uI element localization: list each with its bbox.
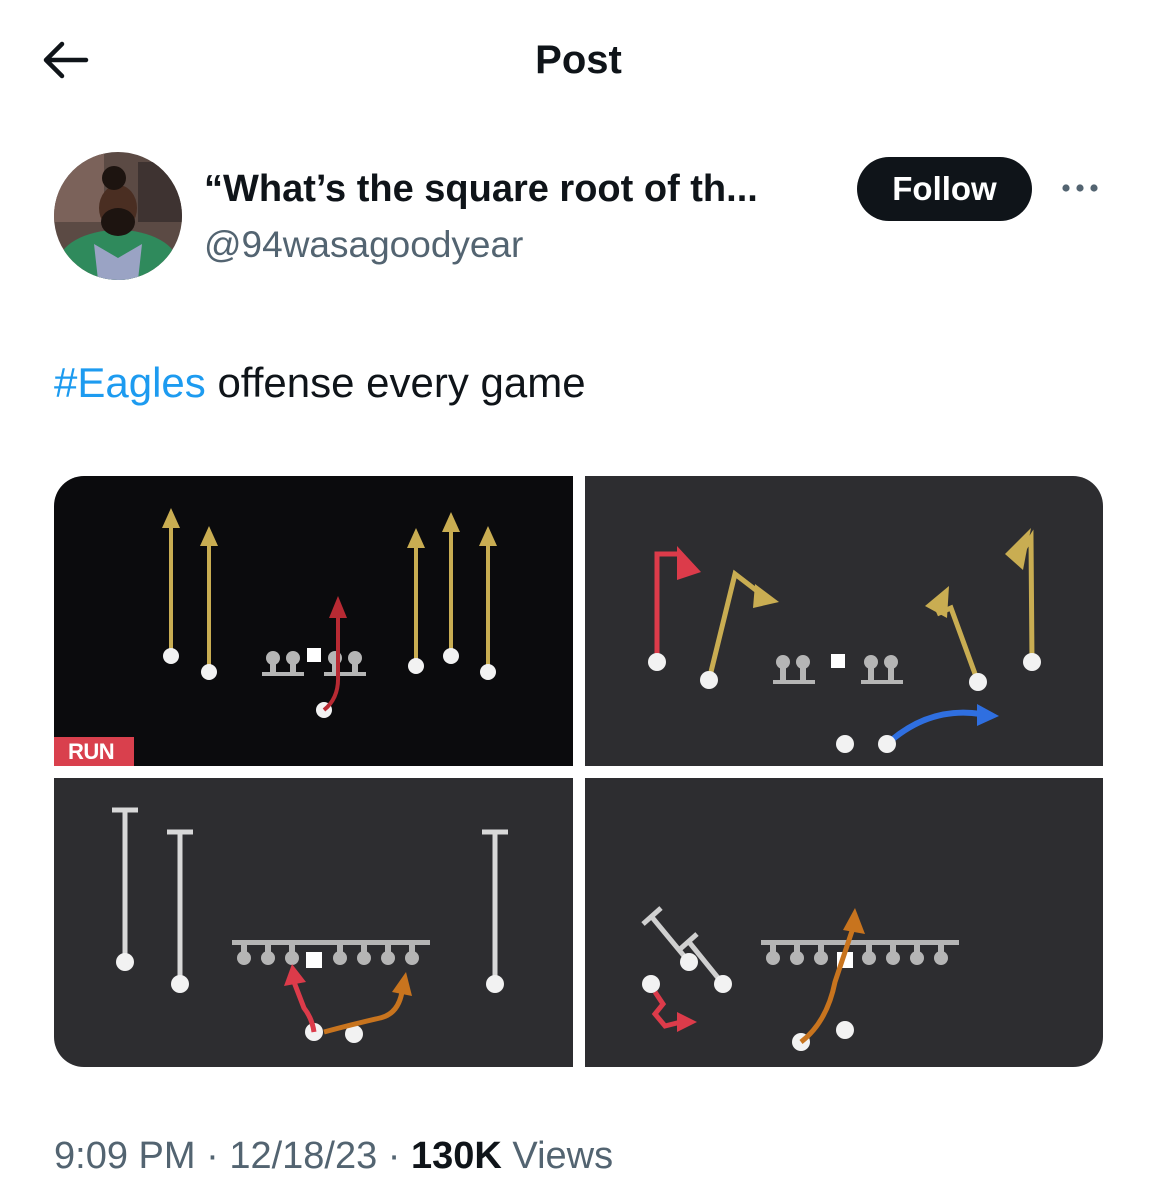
back-button[interactable] [36, 34, 96, 86]
follow-button[interactable]: Follow [857, 157, 1032, 221]
post-time[interactable]: 9:09 PM [54, 1135, 196, 1177]
run-badge: RUN [54, 737, 134, 766]
media-grid: RUN [54, 476, 1103, 1067]
play-diagram-4[interactable] [585, 778, 1103, 1067]
more-horizontal-icon [1062, 184, 1098, 192]
post-metadata: 9:09 PM · 12/18/23 · 130K Views [54, 1130, 613, 1182]
play-diagram-2[interactable] [585, 476, 1103, 766]
play-diagram-1[interactable]: RUN [54, 476, 573, 766]
views-label: Views [501, 1135, 614, 1177]
post-header: Post [0, 0, 1157, 120]
separator-dot: · [377, 1135, 412, 1177]
tweet-body: offense every game [205, 359, 586, 406]
hashtag-link[interactable]: #Eagles [54, 359, 206, 406]
arrow-left-icon [43, 41, 89, 79]
avatar[interactable] [54, 152, 182, 280]
post-date[interactable]: 12/18/23 [229, 1135, 378, 1177]
tweet-text: #Eagles offense every game [54, 356, 586, 410]
author-display-name[interactable]: “What’s the square root of th... [204, 168, 758, 210]
play-diagram-3[interactable] [54, 778, 573, 1067]
separator-dot: · [195, 1135, 230, 1177]
more-options-button[interactable] [1056, 170, 1104, 206]
page-title: Post [535, 38, 622, 82]
views-count[interactable]: 130K [411, 1135, 502, 1177]
author-handle[interactable]: @94wasagoodyear [204, 224, 524, 265]
